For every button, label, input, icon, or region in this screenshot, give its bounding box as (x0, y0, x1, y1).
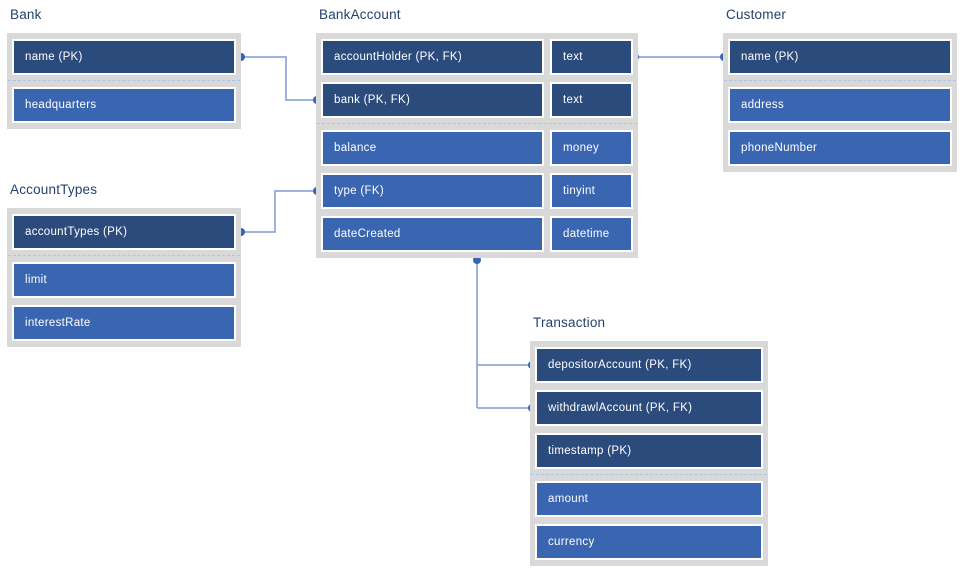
connector-bankaccount-to-customer[interactable] (631, 53, 728, 61)
entity-title: Transaction (533, 315, 606, 330)
column-row[interactable]: amount (535, 481, 763, 517)
column-label: accountHolder (PK, FK) (334, 51, 463, 63)
pk-separator (724, 80, 956, 81)
column-label: address (741, 99, 785, 111)
entity-body: name (PK) address phoneNumber (723, 33, 957, 172)
column-row-pk[interactable]: depositorAccount (PK, FK) (535, 347, 763, 383)
column-row[interactable]: headquarters (12, 87, 236, 123)
column-label: phoneNumber (741, 142, 818, 154)
column-datatype: tinyint (563, 185, 596, 197)
pk-separator (531, 474, 767, 475)
column-row-pk[interactable]: accountHolder (PK, FK) text (321, 39, 633, 75)
column-row[interactable]: dateCreated datetime (321, 216, 633, 252)
column-row-pk[interactable]: name (PK) (728, 39, 952, 75)
column-row-pk[interactable]: withdrawlAccount (PK, FK) (535, 390, 763, 426)
column-row-pk[interactable]: bank (PK, FK) text (321, 82, 633, 118)
column-label: name (PK) (25, 51, 83, 63)
entity-title: Customer (726, 7, 787, 22)
column-row-pk[interactable]: name (PK) (12, 39, 236, 75)
entity-transaction[interactable]: Transaction depositorAccount (PK, FK) wi… (530, 315, 768, 566)
connector-accounttypes-to-bankaccount[interactable] (237, 187, 321, 236)
column-datatype: text (563, 51, 583, 63)
column-label: currency (548, 536, 595, 548)
entity-title: AccountTypes (10, 182, 98, 197)
connector-bank-to-bankaccount[interactable] (237, 53, 321, 104)
column-label: bank (PK, FK) (334, 94, 411, 106)
column-label: timestamp (PK) (548, 445, 632, 457)
column-row[interactable]: address (728, 87, 952, 123)
column-label: accountTypes (PK) (25, 226, 128, 238)
entity-title: BankAccount (319, 7, 401, 22)
entity-body: accountHolder (PK, FK) text bank (PK, FK… (316, 33, 638, 258)
column-label: type (FK) (334, 185, 384, 197)
column-datatype: money (563, 142, 600, 154)
column-label: balance (334, 142, 377, 154)
column-label: withdrawlAccount (PK, FK) (548, 402, 693, 414)
column-label: interestRate (25, 317, 91, 329)
entity-bankaccount[interactable]: BankAccount accountHolder (PK, FK) text … (316, 7, 638, 258)
entity-body: depositorAccount (PK, FK) withdrawlAccou… (530, 341, 768, 566)
entity-body: name (PK) headquarters (7, 33, 241, 129)
entity-customer[interactable]: Customer name (PK) address phoneNumber (723, 7, 957, 172)
pk-separator (317, 123, 637, 124)
entity-body: accountTypes (PK) limit interestRate (7, 208, 241, 347)
column-datatype: text (563, 94, 583, 106)
column-label: amount (548, 493, 589, 505)
column-row-pk[interactable]: timestamp (PK) (535, 433, 763, 469)
column-label: headquarters (25, 99, 97, 111)
entity-accounttypes[interactable]: AccountTypes accountTypes (PK) limit int… (7, 182, 241, 347)
column-datatype: datetime (563, 228, 610, 240)
column-row[interactable]: phoneNumber (728, 130, 952, 166)
connector-bankaccount-to-transaction[interactable] (473, 256, 536, 412)
pk-separator (8, 255, 240, 256)
column-row[interactable]: interestRate (12, 305, 236, 341)
column-label: name (PK) (741, 51, 799, 63)
column-label: depositorAccount (PK, FK) (548, 359, 692, 371)
column-row[interactable]: limit (12, 262, 236, 298)
column-row[interactable]: balance money (321, 130, 633, 166)
entity-bank[interactable]: Bank name (PK) headquarters (7, 7, 241, 129)
entity-title: Bank (10, 7, 42, 22)
column-label: dateCreated (334, 228, 401, 240)
column-label: limit (25, 274, 47, 286)
column-row-pk[interactable]: accountTypes (PK) (12, 214, 236, 250)
column-row[interactable]: type (FK) tinyint (321, 173, 633, 209)
column-row[interactable]: currency (535, 524, 763, 560)
pk-separator (8, 80, 240, 81)
